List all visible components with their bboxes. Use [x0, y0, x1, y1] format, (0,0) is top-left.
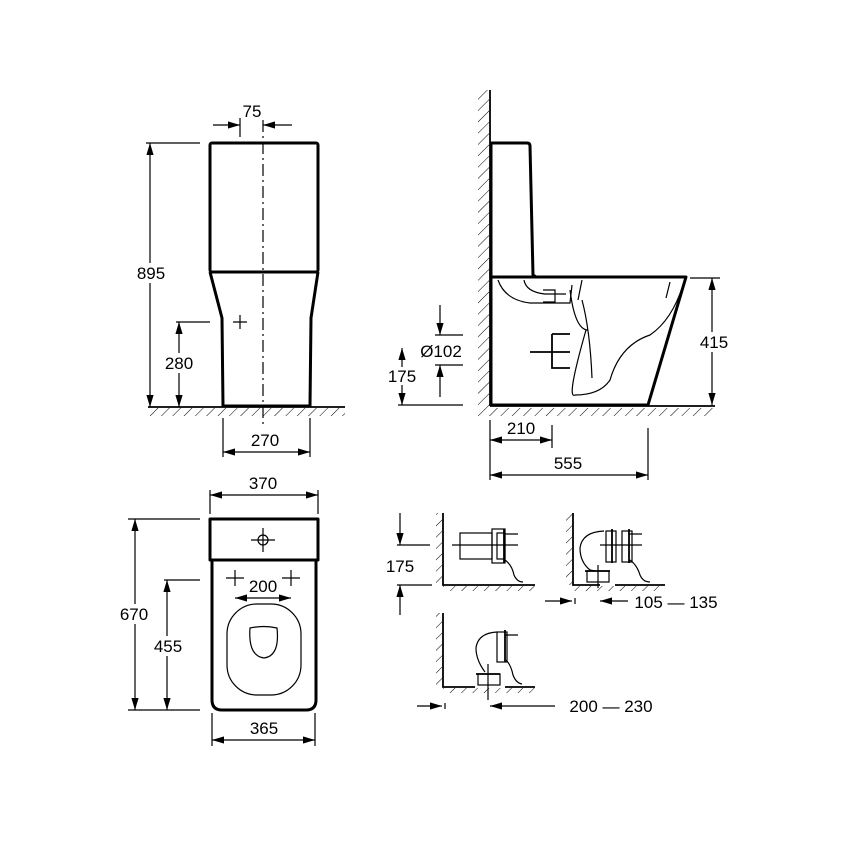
floor-outlet-connector [475, 630, 523, 700]
outlet-symbol [530, 333, 570, 369]
dim-bowl-height: 415 [700, 333, 728, 352]
side-view: Ø102 175 415 210 555 [383, 90, 733, 480]
floor-hatch [148, 408, 345, 416]
dim-total-depth: 670 [120, 605, 148, 624]
front-view: 75 895 280 270 [132, 102, 345, 457]
pedestal-outline [208, 271, 320, 408]
dim-base-width: 270 [251, 431, 279, 450]
dim-fixing-depth: 455 [154, 637, 182, 656]
dim-rear-floor-range: 105 — 135 [634, 593, 717, 612]
tank-outline [208, 141, 320, 274]
tank-top [208, 517, 320, 562]
dim-tank-offset: 75 [243, 102, 262, 121]
outlet-options: 175 105 — 135 [380, 513, 718, 716]
dim-outlet-from-wall: 210 [507, 419, 535, 438]
dim-tank-width: 370 [249, 474, 277, 493]
dim-inlet-height: 280 [165, 354, 193, 373]
wall-hatch [478, 90, 489, 408]
bowl-opening [249, 625, 279, 659]
dim-horizontal-outlet-height: 175 [386, 557, 414, 576]
bowl-profile [489, 275, 688, 407]
dim-floor-range: 200 — 230 [569, 697, 652, 716]
seat-outline [226, 603, 302, 696]
floor-hatch [478, 408, 715, 416]
tank-profile [489, 141, 537, 279]
inlet-cross [233, 315, 247, 329]
dim-fixing-spacing: 200 [249, 577, 277, 596]
fixing-points [226, 570, 300, 586]
dim-bowl-width: 365 [250, 719, 278, 738]
flush-channel [497, 279, 573, 304]
dim-outlet-height: 175 [388, 367, 416, 386]
bowl-top [210, 560, 318, 712]
elbow-outlet-connector [579, 529, 651, 588]
top-view: 200 370 670 455 365 [115, 474, 320, 746]
dim-outlet-diameter: Ø102 [420, 342, 462, 361]
horizontal-outlet-connector [452, 528, 524, 583]
dim-total-height: 895 [137, 264, 165, 283]
dim-depth: 555 [554, 454, 582, 473]
